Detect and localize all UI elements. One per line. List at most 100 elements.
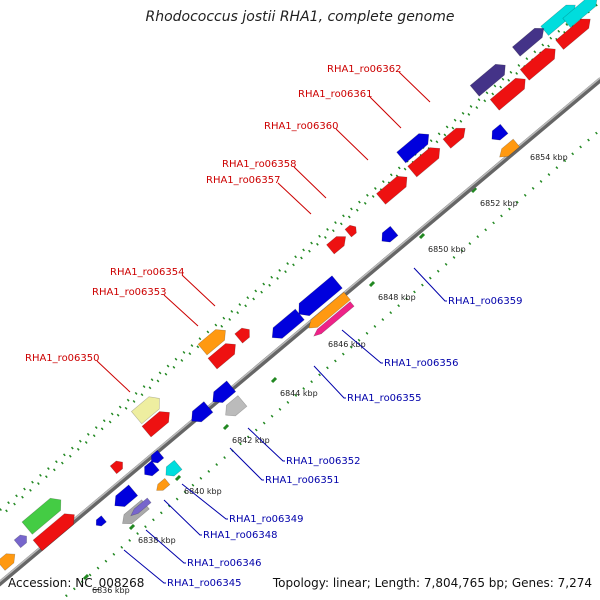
kbp-label: 6840 kbp <box>184 487 222 496</box>
kbp-label: 6838 kbp <box>138 536 176 545</box>
genome-backbone <box>0 77 600 587</box>
reverse-gene-arrow[interactable] <box>165 459 183 477</box>
forward-gene-arrow[interactable] <box>407 147 441 178</box>
kbp-label: 6842 kbp <box>232 436 270 445</box>
kbp-label: 6850 kbp <box>428 245 466 254</box>
reverse-gene-arrow[interactable] <box>499 138 521 158</box>
forward-gene-label[interactable]: RHA1_ro06353 <box>92 287 167 298</box>
forward-gene-label[interactable]: RHA1_ro06362 <box>327 64 402 75</box>
reverse-gene-label[interactable]: RHA1_ro06355 <box>347 393 422 404</box>
forward-gene-label[interactable]: RHA1_ro06361 <box>298 89 373 100</box>
reverse-gene-arrow[interactable] <box>491 123 509 141</box>
forward-gene-arrow[interactable] <box>130 396 160 425</box>
gene-labels: RHA1_ro06350RHA1_ro06353RHA1_ro06354RHA1… <box>25 64 523 589</box>
forward-gene-arrow[interactable] <box>21 497 62 535</box>
forward-gene-arrow[interactable] <box>469 63 506 97</box>
forward-gene-label[interactable]: RHA1_ro06350 <box>25 353 100 364</box>
reverse-gene-label[interactable]: RHA1_ro06351 <box>265 475 340 486</box>
forward-label-leader <box>335 128 369 161</box>
label-leaders <box>96 71 447 584</box>
kbp-tick <box>82 573 90 581</box>
forward-gene-arrow[interactable] <box>141 411 170 438</box>
kbp-tick <box>128 523 136 531</box>
forward-gene-arrow[interactable] <box>0 553 16 571</box>
forward-gene-arrow[interactable] <box>555 18 591 50</box>
forward-label-leader <box>96 360 131 393</box>
kbp-label: 6836 kbp <box>92 586 130 595</box>
forward-label-leader <box>181 274 216 307</box>
reverse-label-leader <box>341 329 383 364</box>
reverse-label-leader <box>145 529 186 564</box>
reverse-gene-arrow[interactable] <box>225 395 248 417</box>
kbp-tick <box>470 186 478 194</box>
reverse-gene-label[interactable]: RHA1_ro06352 <box>286 456 361 467</box>
kbp-label: 6846 kbp <box>328 340 366 349</box>
reverse-gene-label[interactable]: RHA1_ro06348 <box>203 530 278 541</box>
forward-label-leader <box>369 96 402 129</box>
reverse-gene-arrow[interactable] <box>151 449 165 464</box>
kbp-label: 6854 kbp <box>530 153 568 162</box>
forward-gene-label[interactable]: RHA1_ro06354 <box>110 267 185 278</box>
kbp-label: 6844 kbp <box>280 389 318 398</box>
forward-gene-arrow[interactable] <box>442 127 466 149</box>
forward-gene-arrow[interactable] <box>376 175 408 205</box>
forward-gene-arrow[interactable] <box>511 27 545 57</box>
reverse-label-leader <box>163 499 202 536</box>
reverse-gene-arrow[interactable] <box>95 515 107 527</box>
kbp-label: 6848 kbp <box>378 293 416 302</box>
forward-gene-label[interactable]: RHA1_ro06358 <box>222 159 297 170</box>
forward-gene-arrow[interactable] <box>109 460 123 475</box>
reverse-label-leader <box>313 365 346 399</box>
kbp-tick <box>368 280 376 288</box>
forward-gene-label[interactable]: RHA1_ro06357 <box>206 175 281 186</box>
forward-gene-arrow[interactable] <box>197 329 226 356</box>
kbp-tick <box>222 423 230 431</box>
genome-title: Rhodococcus jostii RHA1, complete genome <box>145 9 455 25</box>
reverse-gene-arrow[interactable] <box>212 380 237 403</box>
reverse-gene-arrow[interactable] <box>298 275 343 317</box>
reverse-gene-arrow[interactable] <box>144 460 160 477</box>
reverse-gene-label[interactable]: RHA1_ro06359 <box>448 296 523 307</box>
reverse-gene-arrow[interactable] <box>156 477 171 491</box>
tick-row-upper-2 <box>0 1 600 519</box>
reverse-label-leader <box>181 483 228 520</box>
reverse-label-leader <box>123 549 166 584</box>
kbp-tick <box>174 474 182 482</box>
reverse-gene-arrow[interactable] <box>271 308 305 339</box>
reverse-gene-arrow[interactable] <box>114 484 139 507</box>
forward-gene-arrow[interactable] <box>562 0 598 28</box>
tick-row-upper <box>0 0 598 511</box>
reverse-gene-arrow[interactable] <box>191 401 214 423</box>
forward-label-leader <box>293 166 327 199</box>
forward-gene-arrow[interactable] <box>326 236 347 255</box>
forward-gene-arrow[interactable] <box>396 133 430 164</box>
forward-gene-label[interactable]: RHA1_ro06360 <box>264 121 339 132</box>
forward-gene-arrow[interactable] <box>32 513 75 552</box>
backbone-line <box>0 77 600 587</box>
forward-gene-arrow[interactable] <box>234 327 250 344</box>
reverse-label-leader <box>229 447 264 481</box>
reverse-label-leader <box>413 267 447 302</box>
gene-track <box>0 0 598 571</box>
reverse-gene-arrow[interactable] <box>130 497 152 517</box>
forward-gene-arrow[interactable] <box>519 47 556 81</box>
reverse-gene-label[interactable]: RHA1_ro06356 <box>384 358 459 369</box>
genome-summary-text: Topology: linear; Length: 7,804,765 bp; … <box>272 576 592 590</box>
forward-gene-arrow[interactable] <box>207 343 236 370</box>
reverse-gene-arrow[interactable] <box>381 225 399 243</box>
forward-gene-arrow[interactable] <box>489 77 526 111</box>
forward-gene-arrow[interactable] <box>13 534 27 549</box>
kbp-label: 6852 kbp <box>480 199 518 208</box>
kbp-tick <box>418 232 426 240</box>
accession-text: Accession: NC_008268 <box>8 576 145 590</box>
forward-gene-arrow[interactable] <box>344 224 357 238</box>
forward-label-leader <box>277 182 312 215</box>
reverse-gene-label[interactable]: RHA1_ro06345 <box>167 578 242 589</box>
reverse-gene-label[interactable]: RHA1_ro06346 <box>187 558 262 569</box>
kbp-tick <box>270 376 278 384</box>
reverse-gene-arrow[interactable] <box>313 301 355 337</box>
reverse-gene-label[interactable]: RHA1_ro06349 <box>229 514 304 525</box>
reverse-gene-arrow[interactable] <box>308 291 351 329</box>
